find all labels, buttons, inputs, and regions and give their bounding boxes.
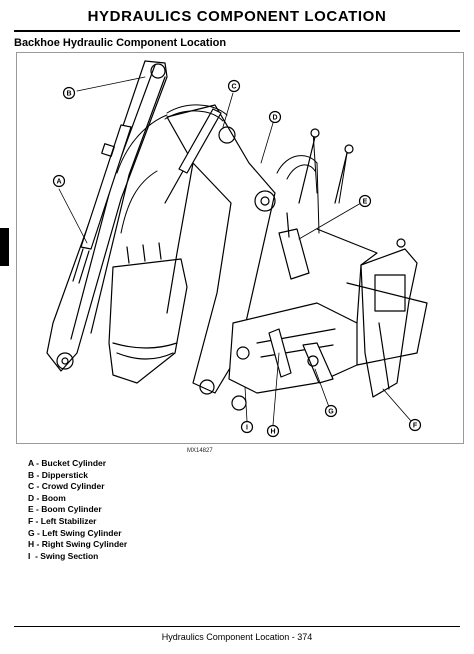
bucket-drawing: [108, 242, 188, 384]
section-heading: Backhoe Hydraulic Component Location: [14, 37, 227, 49]
legend-item: F - Left Stabilizer: [28, 515, 97, 526]
svg-text:C: C: [231, 84, 236, 91]
chapter-tab-marker: [0, 228, 9, 266]
callout-a: A: [52, 174, 66, 188]
legend-item: B - Dipperstick: [28, 469, 88, 480]
svg-text:F: F: [413, 423, 418, 430]
svg-text:D: D: [272, 115, 277, 122]
callout-i: I: [240, 420, 254, 434]
svg-text:I: I: [246, 425, 248, 432]
page-footer: Hydraulics Component Location - 374: [161, 632, 313, 642]
legend-item: C - Crowd Cylinder: [28, 481, 105, 492]
boom-cylinder-drawing: [278, 212, 310, 280]
footer-divider: [14, 626, 460, 627]
page-title: HYDRAULICS COMPONENT LOCATION: [87, 8, 387, 25]
figure-id: MX14827: [187, 448, 213, 454]
component-legend: A - Bucket Cylinder B - Dipperstick C - …: [28, 458, 127, 562]
legend-item: H - Right Swing Cylinder: [28, 539, 128, 550]
svg-text:A: A: [56, 179, 61, 186]
legend-item: A - Bucket Cylinder: [28, 458, 107, 468]
svg-text:E: E: [363, 199, 368, 206]
control-levers-drawing: [298, 128, 354, 204]
swing-section-drawing: [228, 302, 358, 411]
crowd-cylinder-drawing: [164, 108, 222, 204]
callout-leaders: [58, 76, 412, 426]
callout-e: E: [358, 194, 372, 208]
backhoe-illustration: A B C D E F G H: [16, 52, 464, 444]
legend-item: D - Boom: [28, 492, 66, 503]
bucket-cylinder-drawing: [72, 124, 132, 284]
left-stabilizer-drawing: [360, 238, 418, 398]
legend-item: E - Boom Cylinder: [28, 504, 102, 515]
boom-drawing: [166, 104, 276, 395]
callout-c: C: [227, 79, 241, 93]
tractor-frame-drawing: [316, 228, 428, 366]
swing-cylinders-drawing: [268, 328, 334, 384]
callout-h: H: [266, 424, 280, 438]
callout-g: G: [324, 404, 338, 418]
callout-b: B: [62, 86, 76, 100]
svg-text:B: B: [66, 91, 71, 98]
title-divider: [14, 30, 460, 32]
callout-f: F: [408, 418, 422, 432]
callout-d: D: [268, 110, 282, 124]
svg-text:G: G: [328, 409, 334, 416]
legend-item: G - Left Swing Cylinder: [28, 527, 122, 538]
legend-item: I - Swing Section: [28, 550, 99, 561]
svg-text:H: H: [270, 429, 275, 436]
